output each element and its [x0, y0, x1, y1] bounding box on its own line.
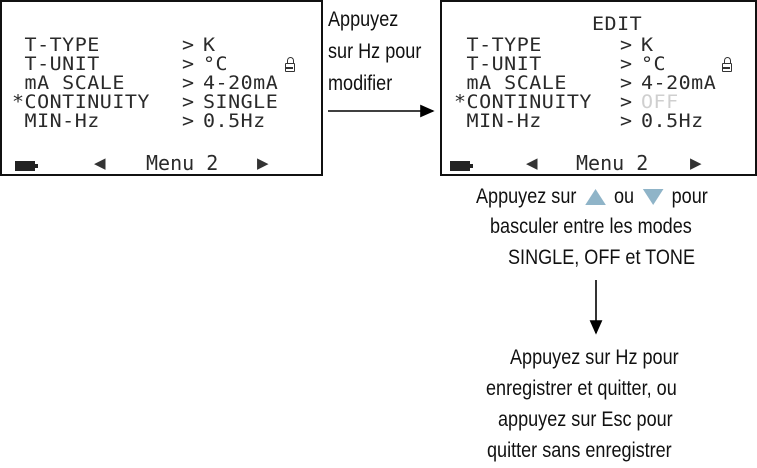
- row-label-t-type: T-TYPE: [454, 33, 542, 56]
- row-value-ma-scale: 4-20mA: [641, 71, 717, 94]
- row-label-min-hz: MIN-Hz: [454, 109, 542, 132]
- menu-label: Menu 2: [146, 151, 219, 175]
- triangle-left-icon: ◀: [94, 155, 106, 172]
- note-line: quitter sans enregistrer: [487, 439, 672, 462]
- row-value-continuity: SINGLE: [203, 90, 279, 113]
- note-line: basculer entre les modes: [490, 215, 692, 238]
- row-value-t-unit: °C: [203, 52, 229, 75]
- row-separator: >: [620, 71, 633, 94]
- row-separator: >: [182, 33, 195, 56]
- row-separator: >: [620, 109, 633, 132]
- row-separator: >: [182, 71, 195, 94]
- battery-icon: [15, 161, 38, 171]
- row-value-min-hz: 0.5Hz: [641, 109, 704, 132]
- note-text: Appuyez sur: [476, 185, 577, 208]
- row-separator: >: [620, 90, 633, 113]
- note-line: appuyez sur Esc pour: [498, 408, 673, 431]
- note-line: sur Hz pour: [328, 40, 422, 63]
- lock-icon: [722, 57, 732, 72]
- note-line: Appuyez sur ou pour: [476, 182, 757, 212]
- row-separator: >: [182, 90, 195, 113]
- triangle-right-icon: ▶: [257, 155, 269, 172]
- note-line: SINGLE, OFF et TONE: [508, 246, 696, 269]
- row-label-t-unit: T-UNIT: [12, 52, 100, 75]
- note-toggle-modes: Appuyez sur ou pour: [476, 182, 757, 212]
- row-separator: >: [182, 52, 195, 75]
- note-line: Appuyez sur Hz pour: [510, 346, 679, 369]
- triangle-right-icon: ▶: [690, 155, 702, 172]
- note-text: ou: [613, 185, 635, 208]
- note-text: pour: [671, 185, 708, 208]
- note-line: Appuyez: [328, 8, 399, 31]
- row-label-t-unit: T-UNIT: [454, 52, 542, 75]
- battery-icon: [450, 161, 473, 171]
- note-press-hz-modify: Appuyez sur Hz pour modifier: [328, 4, 421, 100]
- row-separator: >: [620, 52, 633, 75]
- lcd-screen-menu: T-TYPE T-UNIT mA SCALE *CONTINUITY MIN-H…: [0, 0, 323, 176]
- row-value-t-type: K: [641, 33, 654, 56]
- triangle-down-icon: [642, 189, 664, 206]
- menu-label: Menu 2: [576, 151, 649, 175]
- row-label-t-type: T-TYPE: [12, 33, 100, 56]
- row-value-continuity-editing: OFF: [641, 90, 679, 113]
- row-label-continuity: *CONTINUITY: [454, 90, 592, 113]
- edit-header: EDIT: [592, 12, 643, 35]
- row-separator: >: [620, 33, 633, 56]
- row-label-ma-scale: mA SCALE: [12, 71, 125, 94]
- note-line: modifier: [328, 72, 393, 95]
- row-label-min-hz: MIN-Hz: [12, 109, 100, 132]
- row-value-min-hz: 0.5Hz: [203, 109, 266, 132]
- row-separator: >: [182, 109, 195, 132]
- lock-icon: [285, 57, 295, 72]
- lcd-screen-edit: EDIT T-TYPE T-UNIT mA SCALE *CONTINUITY …: [440, 0, 757, 176]
- row-label-ma-scale: mA SCALE: [454, 71, 567, 94]
- row-label-continuity: *CONTINUITY: [12, 90, 150, 113]
- triangle-up-icon: [584, 189, 606, 206]
- triangle-left-icon: ◀: [526, 155, 538, 172]
- note-line: enregistrer et quitter, ou: [486, 377, 677, 400]
- row-value-ma-scale: 4-20mA: [203, 71, 279, 94]
- row-value-t-type: K: [203, 33, 216, 56]
- row-value-t-unit: °C: [641, 52, 667, 75]
